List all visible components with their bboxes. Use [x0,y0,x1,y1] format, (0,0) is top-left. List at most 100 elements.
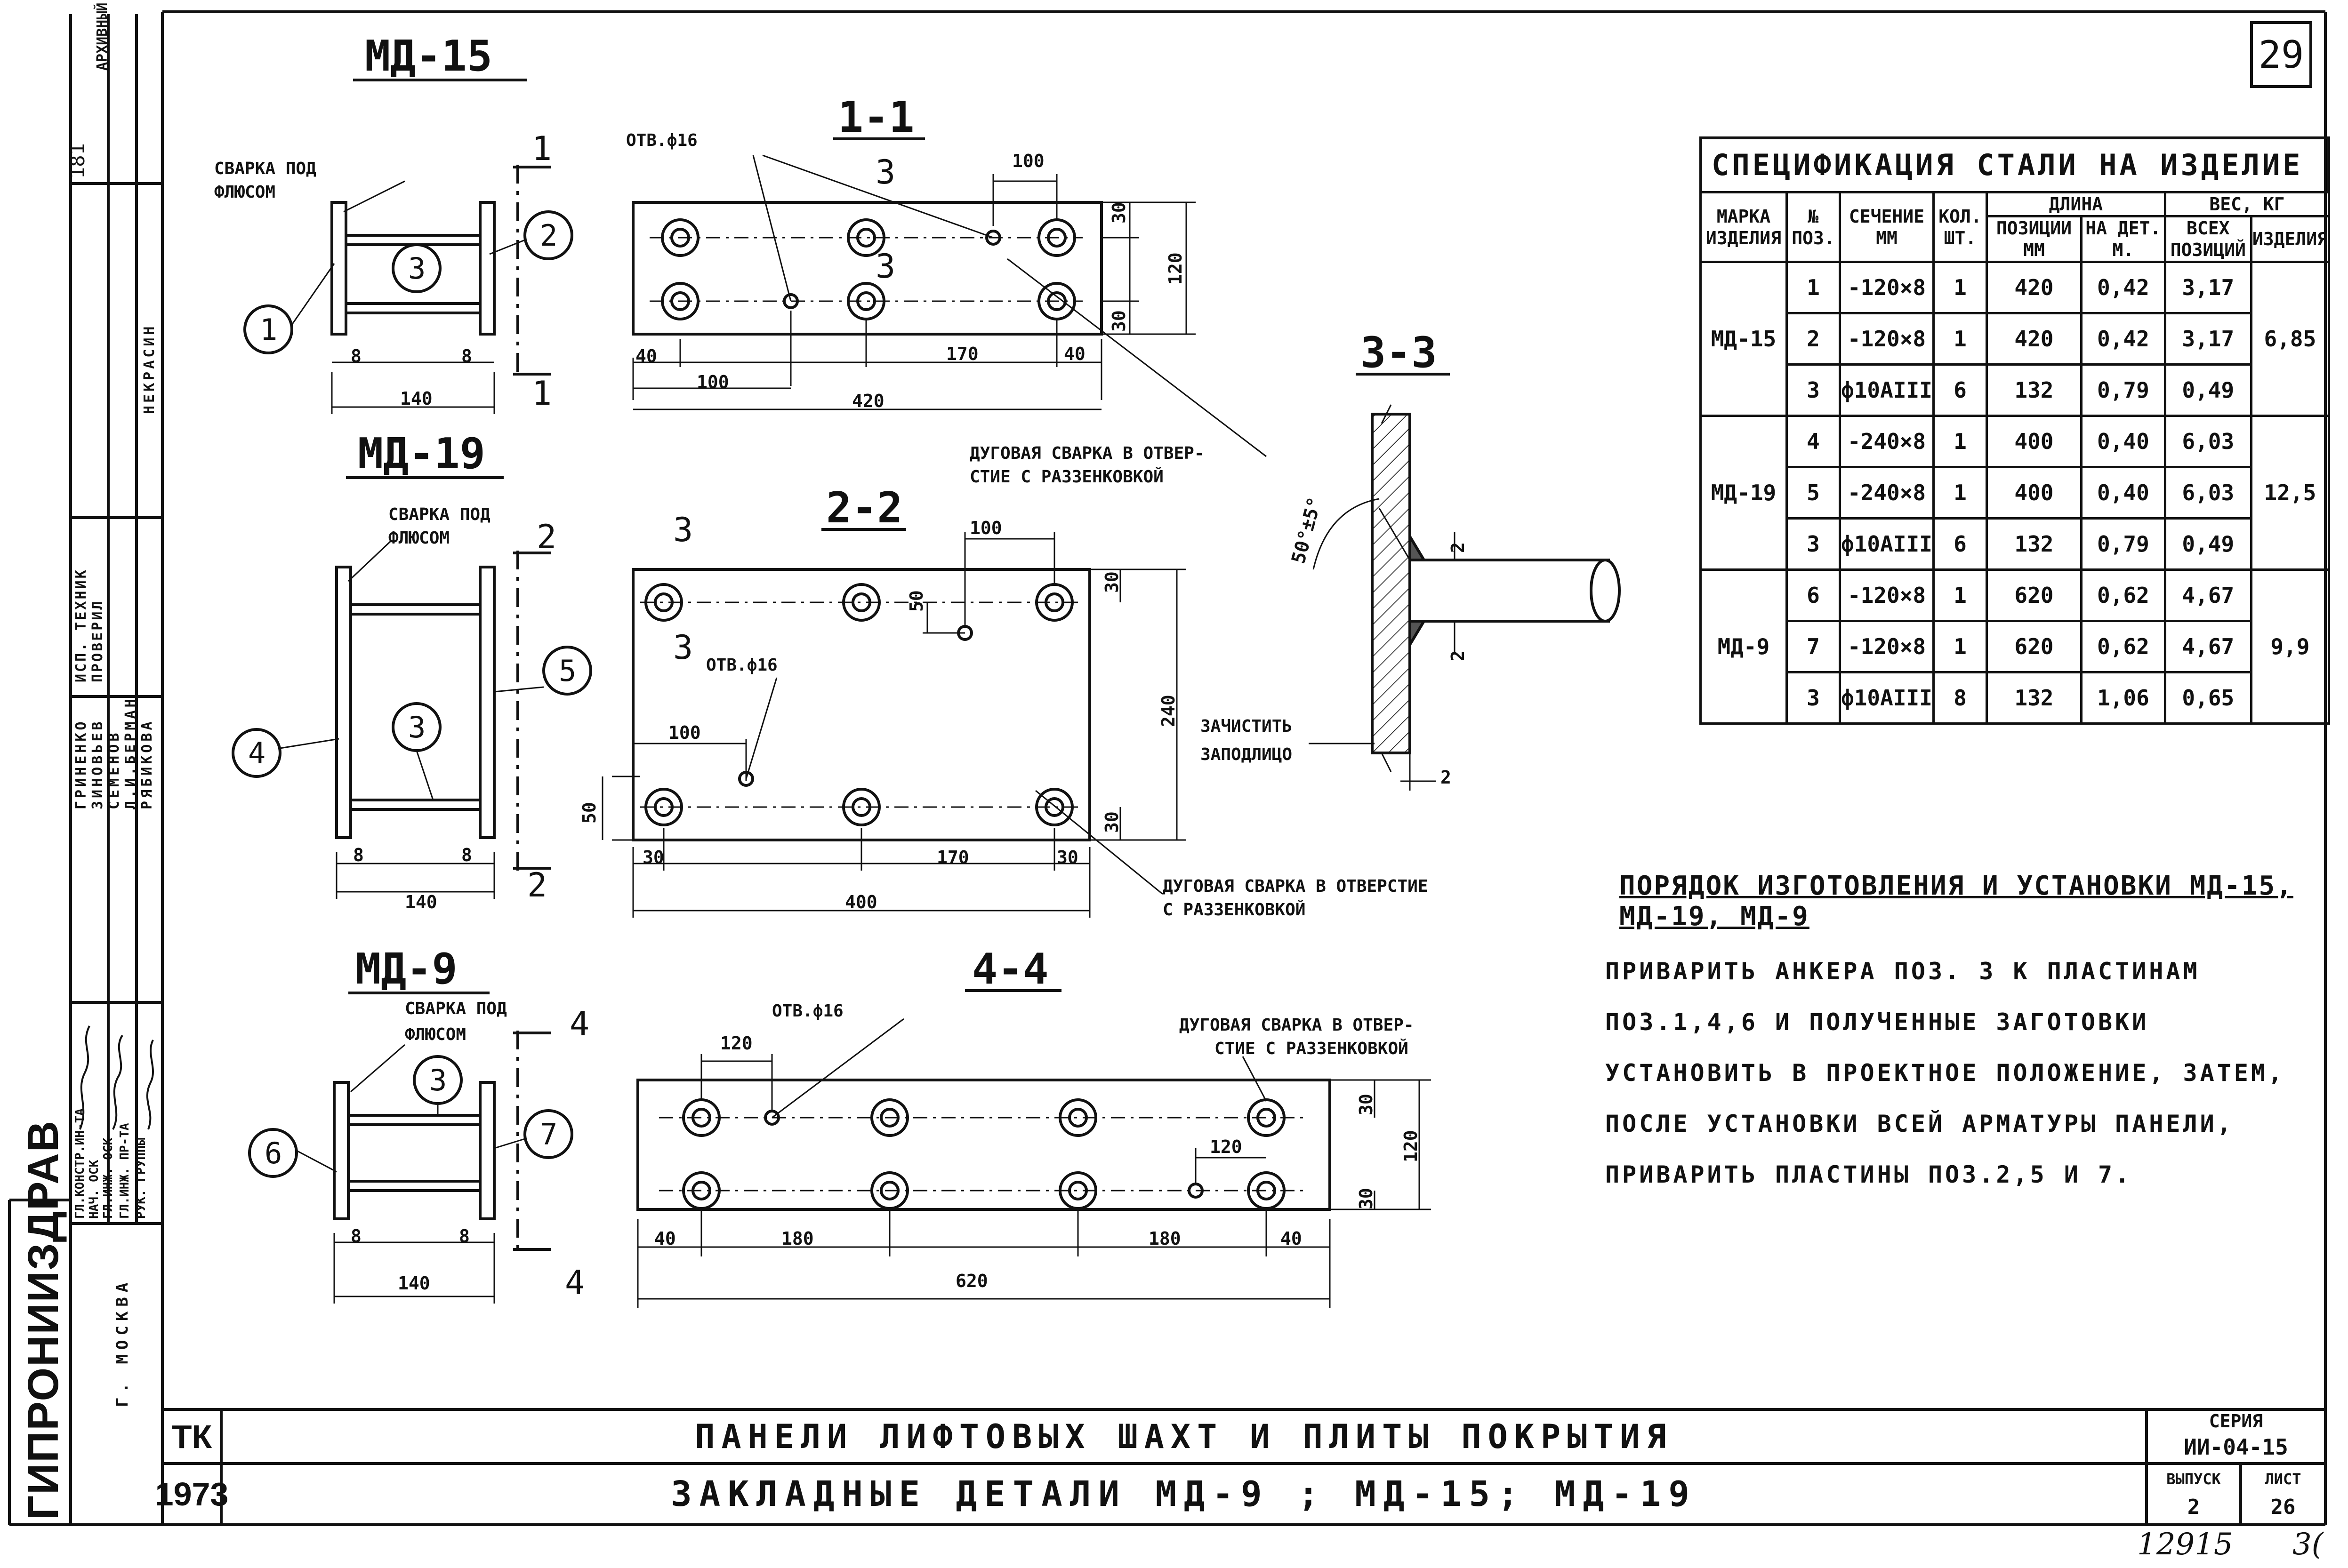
cell: 400 [1986,415,2083,468]
balloon-3c: 3 [429,1063,447,1097]
dim-33-2b: 2 [1447,650,1468,661]
cell: 6,03 [2163,466,2252,520]
cell: 5 [1785,466,1841,520]
tb-issue-label: ВЫПУСК [2166,1470,2221,1488]
cell: 1 [1932,312,1988,366]
cell: 6 [1932,517,1988,571]
cell: 620 [1986,568,2083,622]
cell: 132 [1986,671,2083,725]
sheet-number: 29 [2250,21,2312,88]
tb-series-label: СЕРИЯ [2209,1411,2263,1432]
cell: 3 [1785,363,1841,417]
total-cell: 9,9 [2250,568,2331,725]
dim-11-40b: 40 [1064,344,1086,364]
cell: 2 [1785,312,1841,366]
cell: 0,65 [2163,671,2252,725]
dim-44-30a: 30 [1356,1094,1376,1115]
mark-cell: МД-19 [1699,415,1788,571]
dim-22-50: 50 [906,590,927,612]
cell: 400 [1986,466,2083,520]
dim-11-30b: 30 [1109,310,1129,332]
dim-22-170: 170 [937,847,969,868]
cell: -240×8 [1839,466,1935,520]
tb-series: ИИ-04-15 [2184,1434,2288,1460]
hole-label-2: ОТВ.ф16 [706,656,778,675]
weld-flux-md15-b: ФЛЮСОМ [214,183,275,202]
procedure-text: ПРИВАРИТЬ АНКЕРА ПОЗ. 3 К ПЛАСТИНАМ ПОЗ.… [1605,958,2285,1188]
cell: 6 [1785,568,1841,622]
dim-md19-140: 140 [405,892,437,912]
cell: 420 [1986,312,2083,366]
cell: 0,42 [2080,261,2166,314]
total-cell: 12,5 [2250,415,2331,571]
tb-sheet-label: ЛИСТ [2265,1470,2301,1488]
balloon-7: 7 [540,1117,557,1152]
stamp-suffix: 3( [2292,1527,2324,1562]
cut-3b: 3 [876,247,895,286]
balloon-4: 4 [248,736,265,770]
dim-33-2a: 2 [1447,542,1468,553]
balloon-6: 6 [265,1136,282,1170]
cell: 1 [1785,261,1841,314]
cell: 0,49 [2163,517,2252,571]
cell: 1 [1932,466,1988,520]
dim-44-40a: 40 [654,1228,676,1249]
cut-2-bottom: 2 [527,866,547,904]
col-pos: № ПОЗ. [1785,191,1841,263]
title-3-3: 3-3 [1360,328,1437,377]
cell: 6,03 [2163,415,2252,468]
spec-table: СПЕЦИФИКАЦИЯ СТАЛИ НА ИЗДЕЛИЕ МАРКА ИЗДЕ… [1699,136,2331,725]
cut-1-bottom: 1 [532,374,552,413]
table-row: 2 -120×8 1 420 0,42 3,17 [1701,312,2329,366]
weld-flux-md15-a: СВАРКА ПОД [214,159,316,178]
dim-md9-140: 140 [398,1273,430,1294]
dim-22-50b: 50 [579,802,600,824]
dim-22-400: 400 [845,892,877,912]
dim-md19-8b: 8 [461,845,472,865]
title-md9: МД-9 [355,944,458,994]
balloon-1: 1 [260,312,277,347]
title-md15: МД-15 [365,32,492,81]
cell: ф10АIII [1839,671,1935,725]
cell: -120×8 [1839,568,1935,622]
dim-11-170: 170 [946,344,979,364]
arc-weld-2b: С РАЗЗЕНКОВКОЙ [1163,900,1305,920]
tb-title-2: ЗАКЛАДНЫЕ ДЕТАЛИ МД-9 ; МД-15; МД-19 [671,1474,1697,1514]
tb-issue: 2 [2187,1495,2200,1519]
dim-md19-8a: 8 [353,845,364,865]
cell: 1 [1932,415,1988,468]
cell: 4,67 [2163,568,2252,622]
dim-11-100top: 100 [1012,151,1045,171]
cell: 1,06 [2080,671,2166,725]
dim-44-180a: 180 [781,1228,814,1249]
mark-cell: МД-15 [1699,261,1788,417]
dim-11-120: 120 [1165,252,1186,285]
cell: 1 [1932,568,1988,622]
table-row: 7 -120×8 1 620 0,62 4,67 [1701,620,2329,673]
col-weight: ВЕС, КГ [2163,191,2331,217]
table-row: 3 ф10АIII 6 132 0,79 0,49 [1701,517,2329,571]
tb-year: 1973 [155,1476,229,1512]
dim-22-30c: 30 [643,847,664,868]
tb-tk: ТК [171,1418,212,1455]
table-row: МД-9 6 -120×8 1 620 0,62 4,67 9,9 [1699,568,2331,725]
cut-4-bottom: 4 [565,1264,585,1302]
col-section: СЕЧЕНИЕ ММ [1839,191,1935,263]
tb-sheet: 26 [2270,1495,2296,1519]
dim-11-100: 100 [697,372,729,392]
dim-md9-8b: 8 [459,1226,470,1247]
cut-3a: 3 [876,153,895,192]
dim-md9-8a: 8 [351,1226,362,1247]
dim-22-30b: 30 [1102,811,1122,833]
stamp-number: 12915 [2137,1527,2233,1562]
dim-22-240: 240 [1158,695,1179,727]
table-row: МД-19 4 -240×8 1 400 0,40 6,03 12,5 [1699,415,2331,571]
cut-1-top: 1 [532,129,552,168]
dim-22-100: 100 [668,722,701,743]
col-mark: МАРКА ИЗДЕЛИЯ [1699,191,1788,263]
spec-grid: МАРКА ИЗДЕЛИЯ № ПОЗ. СЕЧЕНИЕ ММ КОЛ. ШТ.… [1699,191,2331,725]
arc-weld-3b: СТИЕ С РАЗЗЕНКОВКОЙ [1214,1039,1408,1058]
cell: -240×8 [1839,415,1935,468]
